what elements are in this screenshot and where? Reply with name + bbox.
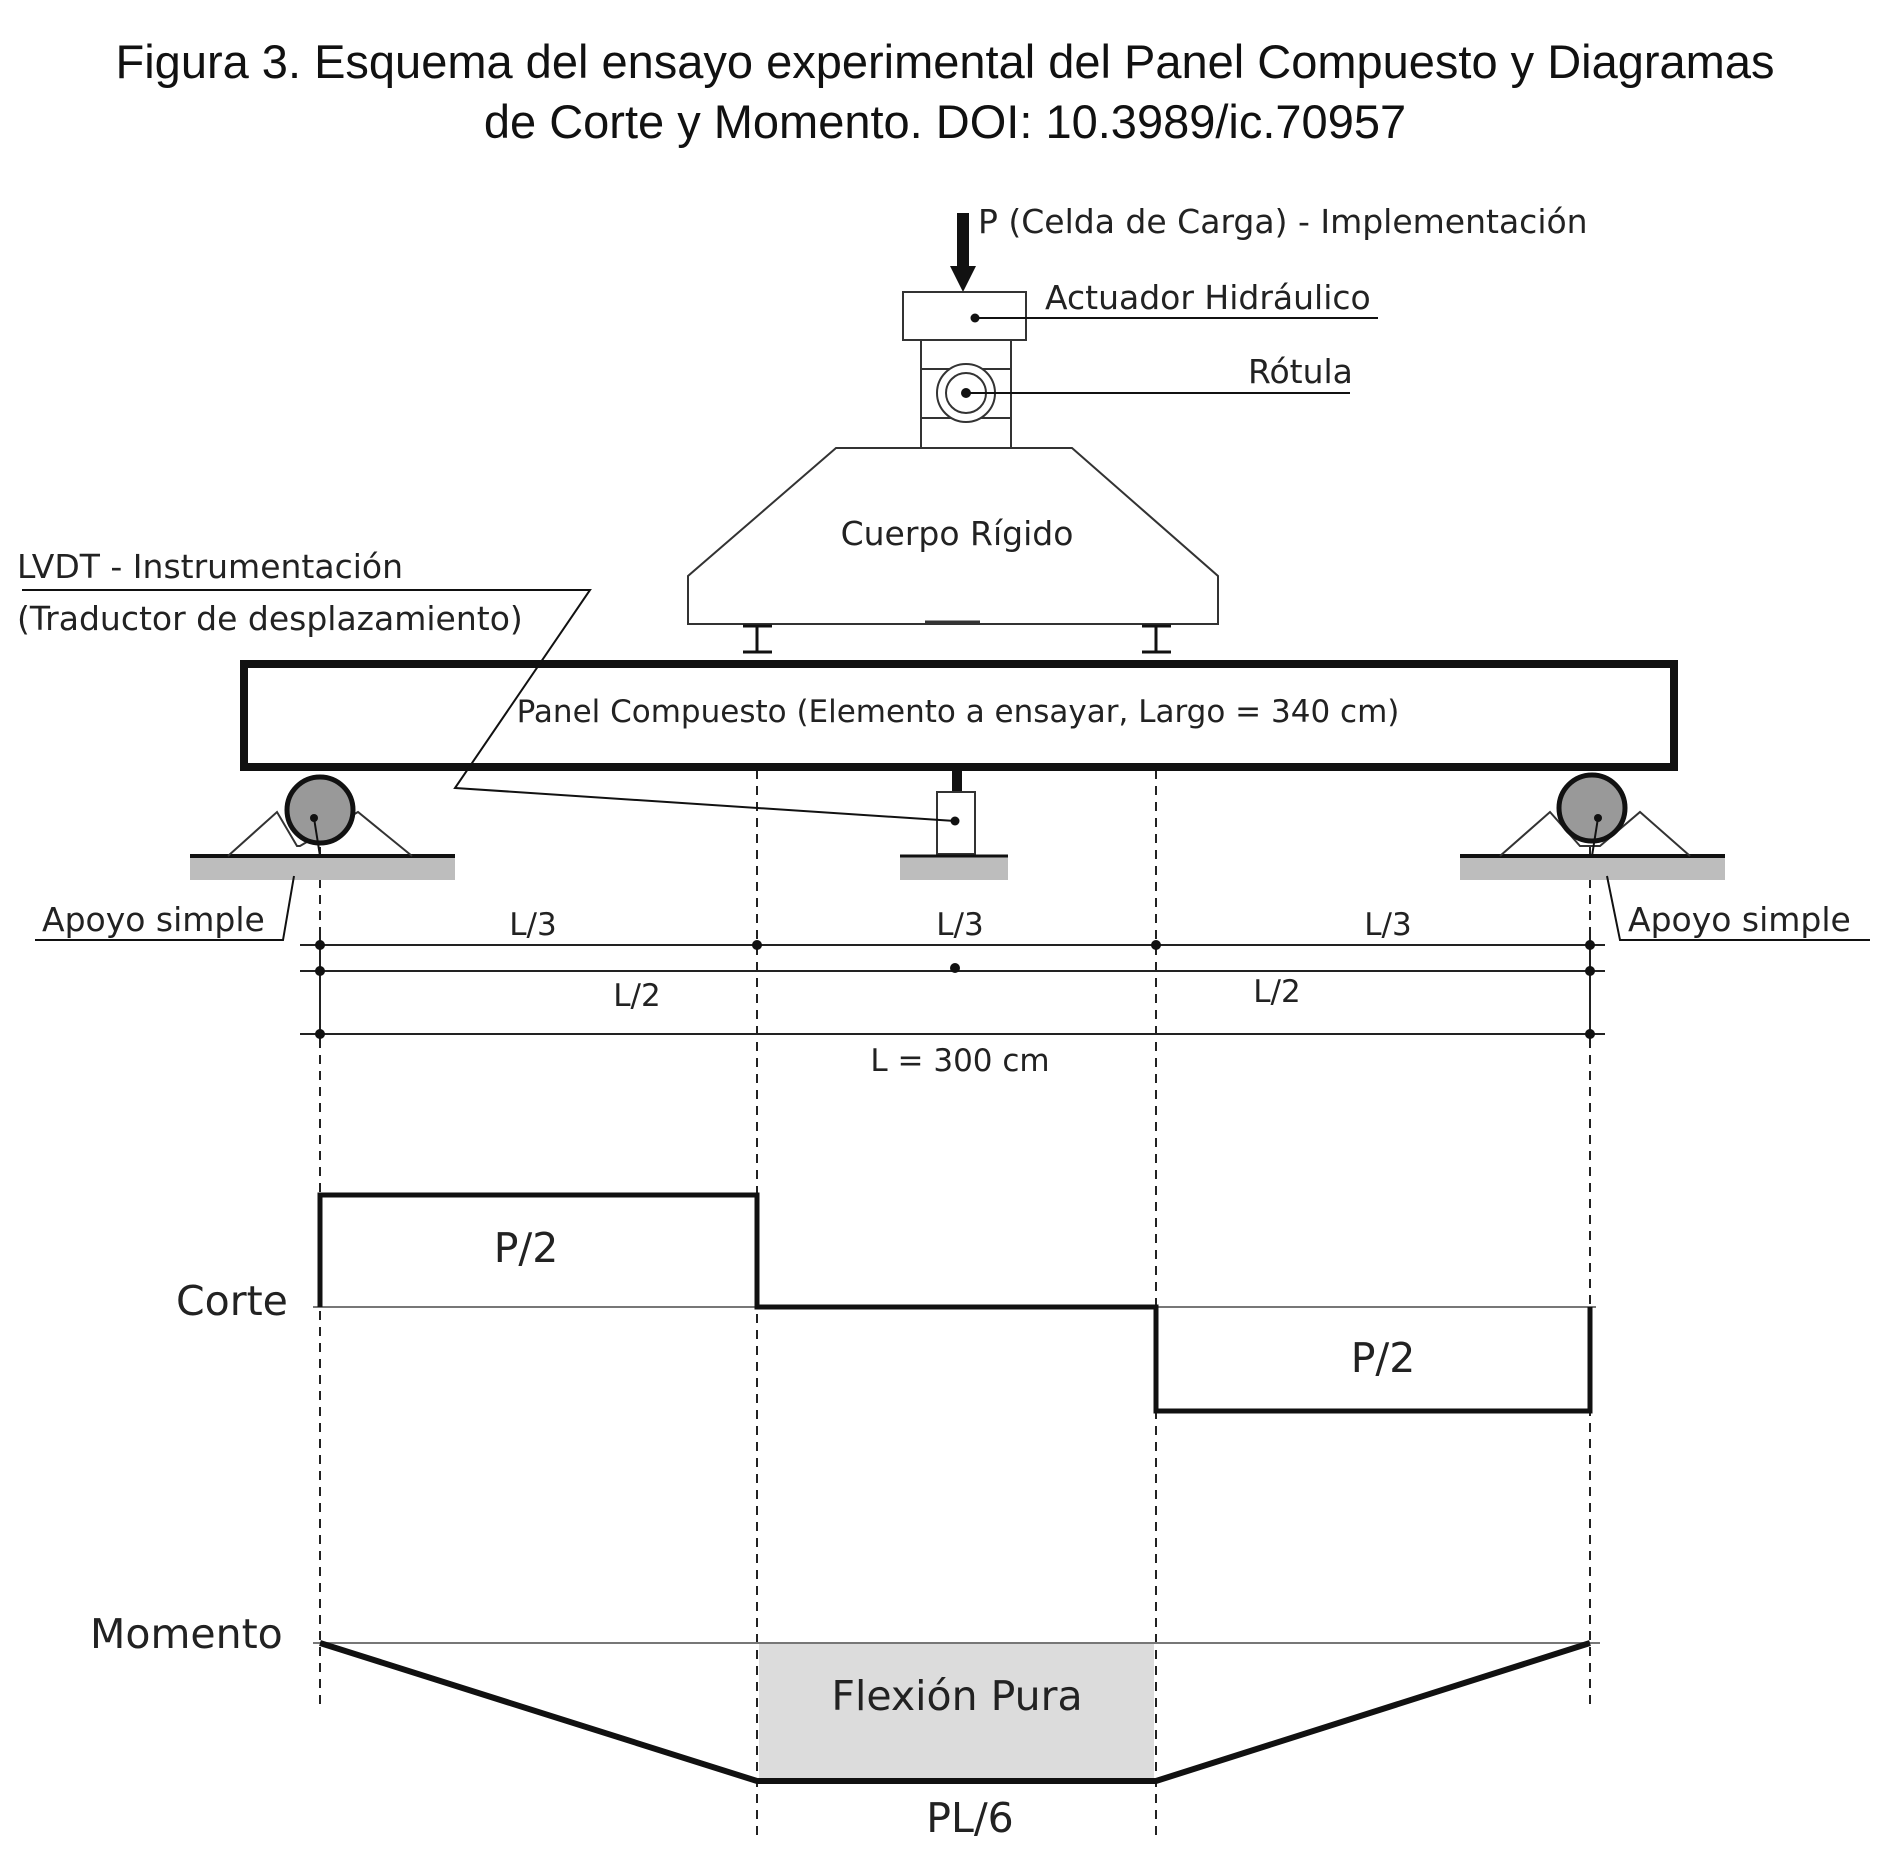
figure-caption: Figura 3. Esquema del ensayo experimenta… xyxy=(0,32,1890,152)
dim-third-3: L/3 xyxy=(1364,907,1411,943)
support-right xyxy=(1460,772,1725,880)
panel-label: Panel Compuesto (Elemento a ensayar, Lar… xyxy=(517,694,1400,730)
loading-point-right xyxy=(1142,624,1171,654)
load-arrow-icon xyxy=(950,213,976,292)
support-right-label: Apoyo simple xyxy=(1628,900,1851,939)
pure-bending-region xyxy=(759,1644,1154,1781)
shear-diagram-line xyxy=(317,1192,1593,1414)
rigid-body xyxy=(687,447,1219,625)
pure-bending-label: Flexión Pura xyxy=(831,1672,1082,1720)
hinge-label: Rótula xyxy=(1248,352,1353,391)
lvdt-label-line2: (Traductor de desplazamiento) xyxy=(17,599,523,638)
load-label: P (Celda de Carga) - Implementación xyxy=(978,202,1588,241)
moment-title: Momento xyxy=(90,1610,283,1658)
dim-third-2: L/3 xyxy=(936,907,983,943)
dim-third-1: L/3 xyxy=(509,907,556,943)
dim-half-1: L/2 xyxy=(613,978,660,1014)
dim-half-2: L/2 xyxy=(1253,974,1300,1010)
hydraulic-actuator xyxy=(902,291,1027,341)
moment-max-label: PL/6 xyxy=(926,1794,1013,1842)
shear-title: Corte xyxy=(176,1277,288,1325)
lvdt-leader-line xyxy=(22,589,956,822)
loading-point-left xyxy=(743,624,772,654)
moment-diagram-line xyxy=(319,1640,1591,1784)
composite-panel xyxy=(240,660,1678,771)
rigid-body-label: Cuerpo Rígido xyxy=(841,514,1074,553)
dimension-dots xyxy=(315,940,1595,1039)
support-left-label: Apoyo simple xyxy=(42,900,265,939)
support-right-leader xyxy=(1606,875,1870,941)
caption-line-2: de Corte y Momento. DOI: 10.3989/ic.7095… xyxy=(483,95,1407,148)
dim-span: L = 300 cm xyxy=(870,1043,1049,1079)
actuator-label: Actuador Hidráulico xyxy=(1045,278,1371,317)
lvdt-sensor xyxy=(900,770,1008,880)
caption-line-1: Figura 3. Esquema del ensayo experimenta… xyxy=(115,35,1775,88)
lvdt-label-line1: LVDT - Instrumentación xyxy=(17,547,403,586)
dimension-lines xyxy=(300,935,1605,1040)
shear-positive-label: P/2 xyxy=(494,1224,559,1272)
shear-negative-label: P/2 xyxy=(1351,1334,1416,1382)
support-left xyxy=(190,774,455,880)
support-left-leader xyxy=(35,875,295,941)
